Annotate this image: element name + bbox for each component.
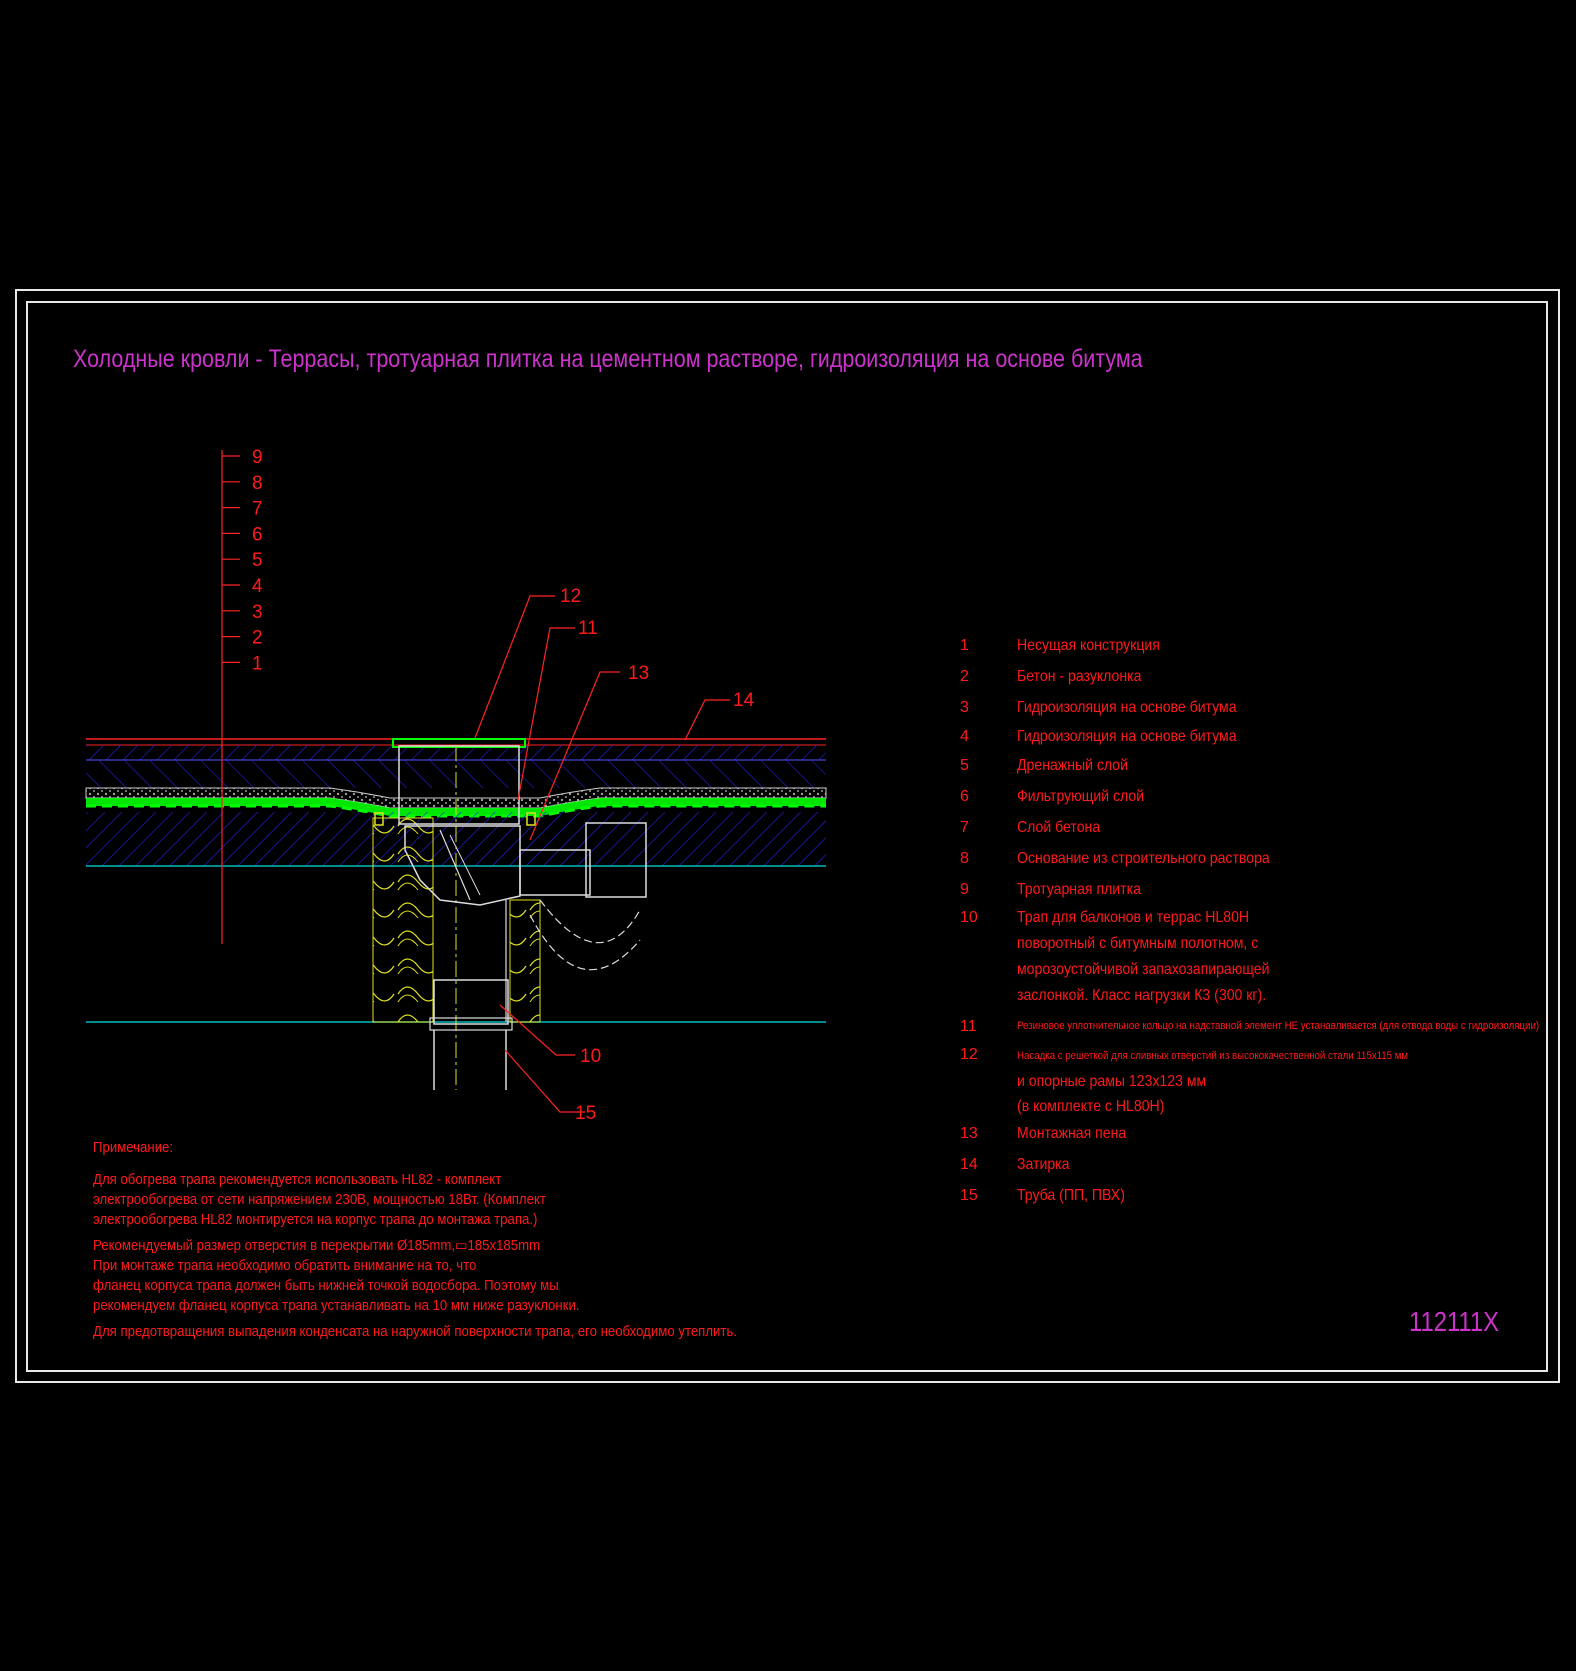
notes-block: Примечание: Для обогрева трапа рекоменду… <box>93 1138 737 1348</box>
layer-callout-number: 7 <box>252 499 263 520</box>
layer-callout-number: 5 <box>252 550 263 571</box>
legend-item: 11 Резиновое уплотнительное кольцо на на… <box>960 1018 1540 1035</box>
inner-frame <box>26 301 1548 1372</box>
legend-item: 7 Слой бетона <box>960 819 1101 836</box>
outer-frame <box>15 289 1560 1383</box>
drawing-title: Холодные кровли - Террасы, тротуарная пл… <box>73 345 1143 373</box>
layer-callouts: 9 8 7 6 5 4 3 2 1 <box>222 447 263 674</box>
layer-callout-number: 9 <box>252 447 263 468</box>
legend-item: 4 Гидроизоляция на основе битума <box>960 728 1237 745</box>
legend-item: 10 Трап для балконов и террас HL80H пово… <box>960 909 1270 1004</box>
legend-item: 1 Несущая конструкция <box>960 637 1160 654</box>
legend-item: 2 Бетон - разуклонка <box>960 668 1142 685</box>
drawing-code: 112111X <box>1409 1306 1499 1337</box>
layer-callout-number: 4 <box>252 576 263 597</box>
notes-paragraph: Рекомендуемый размер отверстия в перекры… <box>93 1237 580 1314</box>
callout-12: 12 <box>560 586 581 607</box>
drain-hl80h <box>372 738 647 1090</box>
part-leaders <box>474 595 730 1113</box>
legend-item: 6 Фильтрующий слой <box>960 788 1145 805</box>
layer-callout-number: 1 <box>252 653 263 674</box>
layer-callout-number: 6 <box>252 524 263 545</box>
callout-15: 15 <box>575 1103 596 1124</box>
legend-item: 9 Тротуарная плитка <box>960 881 1141 898</box>
legend-item: 13 Монтажная пена <box>960 1125 1127 1142</box>
legend-item: 15 Труба (ПП, ПВХ) <box>960 1187 1125 1204</box>
legend-item: 8 Основание из строительного раствора <box>960 850 1270 867</box>
callout-10: 10 <box>580 1046 601 1067</box>
notes-heading: Примечание: <box>93 1139 174 1156</box>
legend-item: 12 Насадка с решеткой для сливных отверс… <box>960 1046 1409 1115</box>
notes-paragraph: Для предотвращения выпадения конденсата … <box>93 1323 737 1340</box>
callout-13: 13 <box>628 663 649 684</box>
legend-item: 14 Затирка <box>960 1156 1070 1173</box>
layer-callout-number: 3 <box>252 602 263 623</box>
legend-list: 1 Несущая конструкция 2 Бетон - разуклон… <box>960 630 1560 1211</box>
legend-item: 5 Дренажный слой <box>960 757 1129 774</box>
callout-14: 14 <box>733 690 755 711</box>
layer-callout-number: 2 <box>252 628 263 649</box>
legend-item: 3 Гидроизоляция на основе битума <box>960 699 1237 716</box>
callout-11: 11 <box>578 618 598 639</box>
layer-callout-number: 8 <box>252 473 263 494</box>
notes-paragraph: Для обогрева трапа рекомендуется использ… <box>93 1171 546 1228</box>
